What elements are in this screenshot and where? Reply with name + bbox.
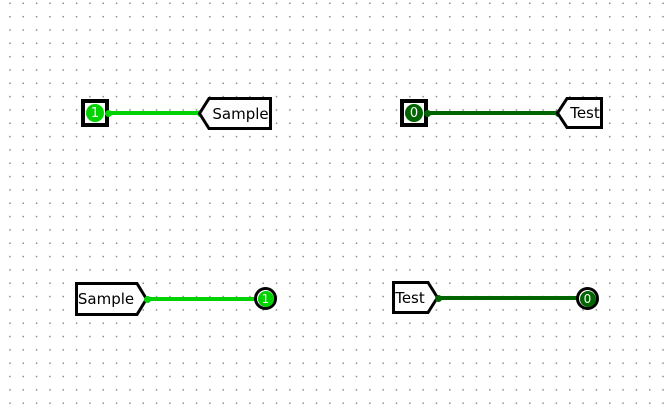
tunnel-label: Test	[570, 104, 600, 122]
pin-value: 0	[409, 105, 419, 121]
pin-value: 0	[583, 291, 592, 306]
tunnel-test-right[interactable]: Test	[392, 281, 439, 314]
input-pin-sample[interactable]: 1	[81, 99, 109, 127]
pin-value: 1	[261, 291, 270, 306]
tunnel-sample-left[interactable]: Sample	[198, 97, 272, 130]
input-pin-test[interactable]: 0	[400, 99, 428, 127]
tunnel-shape	[75, 282, 148, 316]
tunnel-sample-right[interactable]: Sample	[75, 282, 148, 316]
wire-test-low[interactable]	[437, 296, 578, 300]
output-pin-sample[interactable]: 1	[254, 287, 277, 310]
tunnel-shape	[392, 281, 439, 314]
wire-test-low[interactable]	[426, 111, 559, 115]
tunnel-test-left[interactable]: Test	[556, 97, 603, 129]
wire-junction-dot	[424, 110, 431, 117]
tunnel-shape	[198, 97, 272, 130]
tunnel-label: Sample	[212, 104, 269, 123]
pin-state-ball: 1	[257, 290, 274, 307]
tunnel-label: Test	[395, 288, 425, 307]
pin-value: 1	[90, 105, 100, 121]
tunnel-shape	[556, 97, 603, 129]
wire-sample-high[interactable]	[107, 111, 201, 115]
wire-sample-high[interactable]	[146, 297, 256, 301]
tunnel-label: Sample	[77, 290, 135, 308]
wire-junction-dot	[105, 110, 112, 117]
pin-state-ball: 1	[86, 104, 104, 122]
pin-state-ball: 0	[405, 104, 423, 122]
output-pin-test[interactable]: 0	[576, 287, 599, 310]
pin-state-ball: 0	[579, 290, 596, 307]
